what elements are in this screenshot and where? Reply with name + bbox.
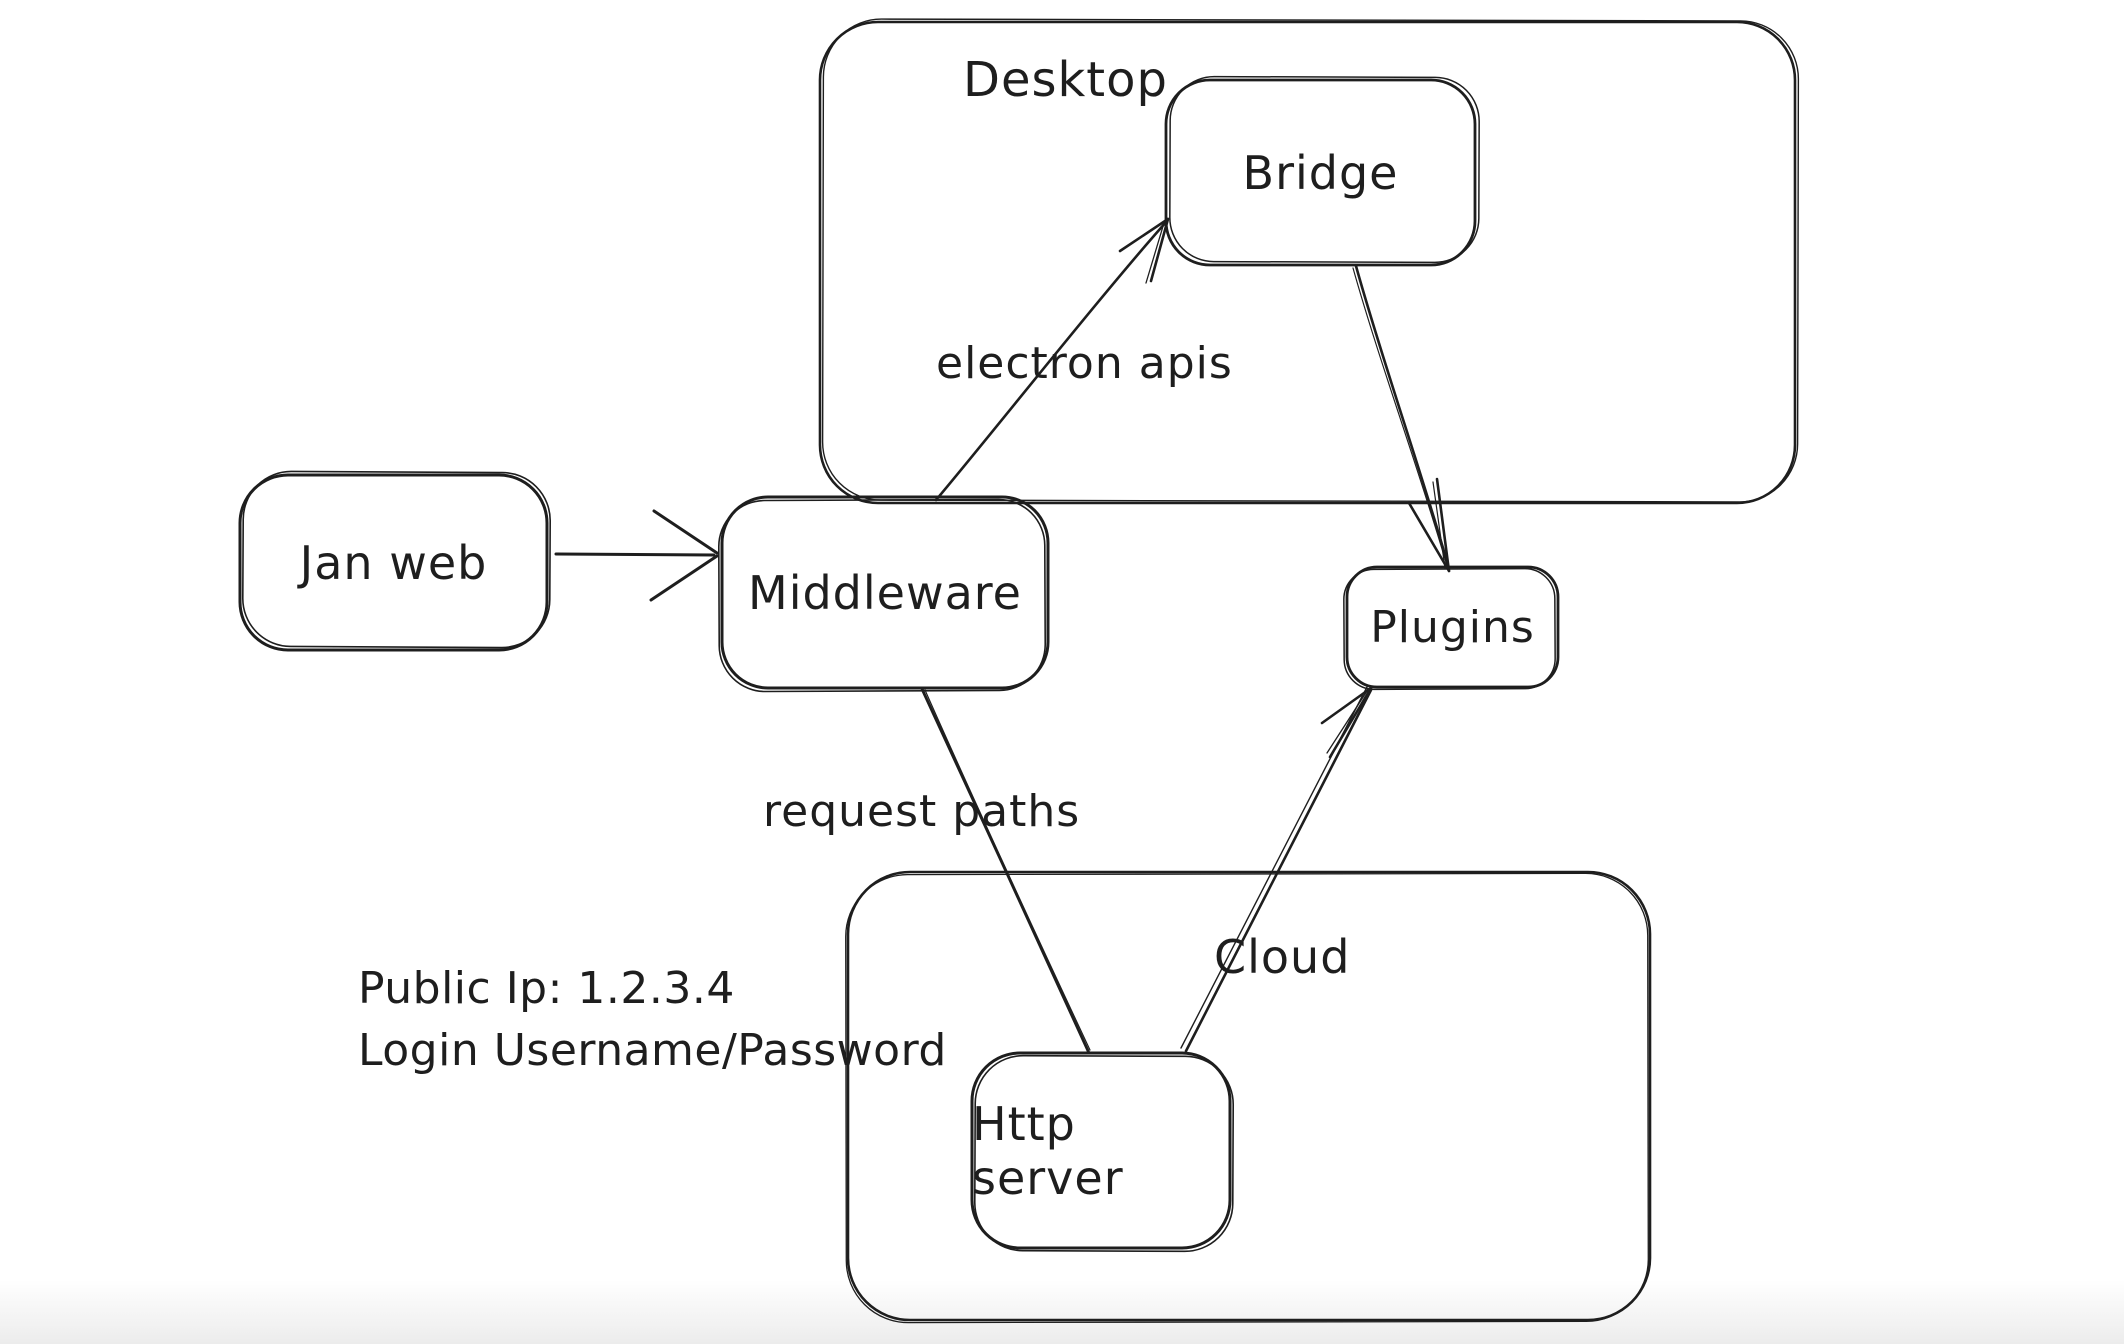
edge-middleware-to-bridge-arrowhead-right xyxy=(1149,217,1170,283)
node-http-server-shape[interactable] xyxy=(970,1051,1235,1253)
edge-jan-web-to-middleware-arrowhead-lower xyxy=(649,554,719,602)
edge-middleware-to-http-server[interactable] xyxy=(920,687,1091,1055)
node-bridge-outline xyxy=(1164,78,1477,267)
credentials-note[interactable]: Public Ip: 1.2.3.4 Login Username/Passwo… xyxy=(358,958,947,1082)
edge-jan-web-to-middleware[interactable] xyxy=(554,509,719,602)
edge-http-server-to-plugins-arrowhead-sketch xyxy=(1326,690,1368,754)
desktop-container-label[interactable]: Desktop xyxy=(963,52,1168,108)
node-bridge-outline-sketch xyxy=(1169,75,1480,264)
edge-bridge-to-plugins-arrowhead-right xyxy=(1435,477,1451,573)
cloud-container-outline-sketch xyxy=(845,872,1649,1324)
node-http-server-outline-sketch xyxy=(973,1054,1235,1253)
node-jan-web-label[interactable]: Jan web xyxy=(299,535,488,590)
cloud-container-outline xyxy=(846,870,1652,1322)
node-middleware-shape[interactable] xyxy=(717,495,1050,693)
node-middleware-outline xyxy=(720,495,1050,690)
edge-http-server-to-plugins-arrowhead-right xyxy=(1328,686,1373,759)
edge-bridge-to-plugins-shaft-sketch xyxy=(1352,267,1448,567)
edge-bridge-to-plugins-arrowhead-left xyxy=(1407,501,1451,573)
edge-http-server-to-plugins-shaft xyxy=(1184,688,1373,1053)
edge-bridge-to-plugins[interactable] xyxy=(1352,264,1451,573)
node-middleware-label[interactable]: Middleware xyxy=(748,565,1022,620)
credentials-note-line1: Public Ip: 1.2.3.4 xyxy=(358,963,735,1014)
node-jan-web-shape[interactable] xyxy=(238,470,552,652)
node-jan-web-outline-sketch xyxy=(241,470,552,649)
edge-http-server-to-plugins-arrowhead-left xyxy=(1320,686,1373,725)
edge-middleware-to-http-server-shaft xyxy=(920,687,1091,1055)
desktop-container-shape[interactable] xyxy=(818,18,1800,505)
node-http-server-outline xyxy=(970,1051,1232,1250)
node-plugins-outline xyxy=(1345,565,1560,689)
edge-label-request-paths[interactable]: request paths xyxy=(763,786,1081,837)
edge-middleware-to-bridge-shaft xyxy=(934,219,1169,502)
cloud-container-label[interactable]: Cloud xyxy=(1214,930,1351,984)
node-bridge-shape[interactable] xyxy=(1164,75,1480,267)
edge-middleware-to-bridge-arrowhead-sketch xyxy=(1145,222,1165,284)
edge-bridge-to-plugins-arrowhead-sketch xyxy=(1432,481,1446,569)
edge-bridge-to-plugins-shaft xyxy=(1354,264,1451,571)
canvas-bottom-fade xyxy=(0,1280,2124,1344)
cloud-container-shape[interactable] xyxy=(845,870,1652,1324)
desktop-container-outline-sketch xyxy=(821,18,1800,503)
desktop-container-outline xyxy=(818,20,1797,505)
edge-middleware-to-bridge-arrowhead-left xyxy=(1118,217,1170,253)
edge-http-server-to-plugins[interactable] xyxy=(1180,686,1373,1053)
node-middleware-outline-sketch xyxy=(717,498,1047,693)
credentials-note-line2: Login Username/Password xyxy=(358,1025,947,1076)
node-http-server-label[interactable]: Http server xyxy=(972,1096,1124,1205)
edge-jan-web-to-middleware-shaft xyxy=(554,552,716,557)
node-plugins-label[interactable]: Plugins xyxy=(1370,601,1535,653)
edge-middleware-to-bridge[interactable] xyxy=(934,217,1170,502)
edge-jan-web-to-middleware-arrowhead-upper xyxy=(652,509,719,555)
node-bridge-label[interactable]: Bridge xyxy=(1242,145,1399,200)
node-jan-web-outline xyxy=(238,473,549,652)
edge-label-electron-apis[interactable]: electron apis xyxy=(936,338,1233,389)
edge-middleware-to-http-server-shaft-sketch xyxy=(924,689,1091,1051)
